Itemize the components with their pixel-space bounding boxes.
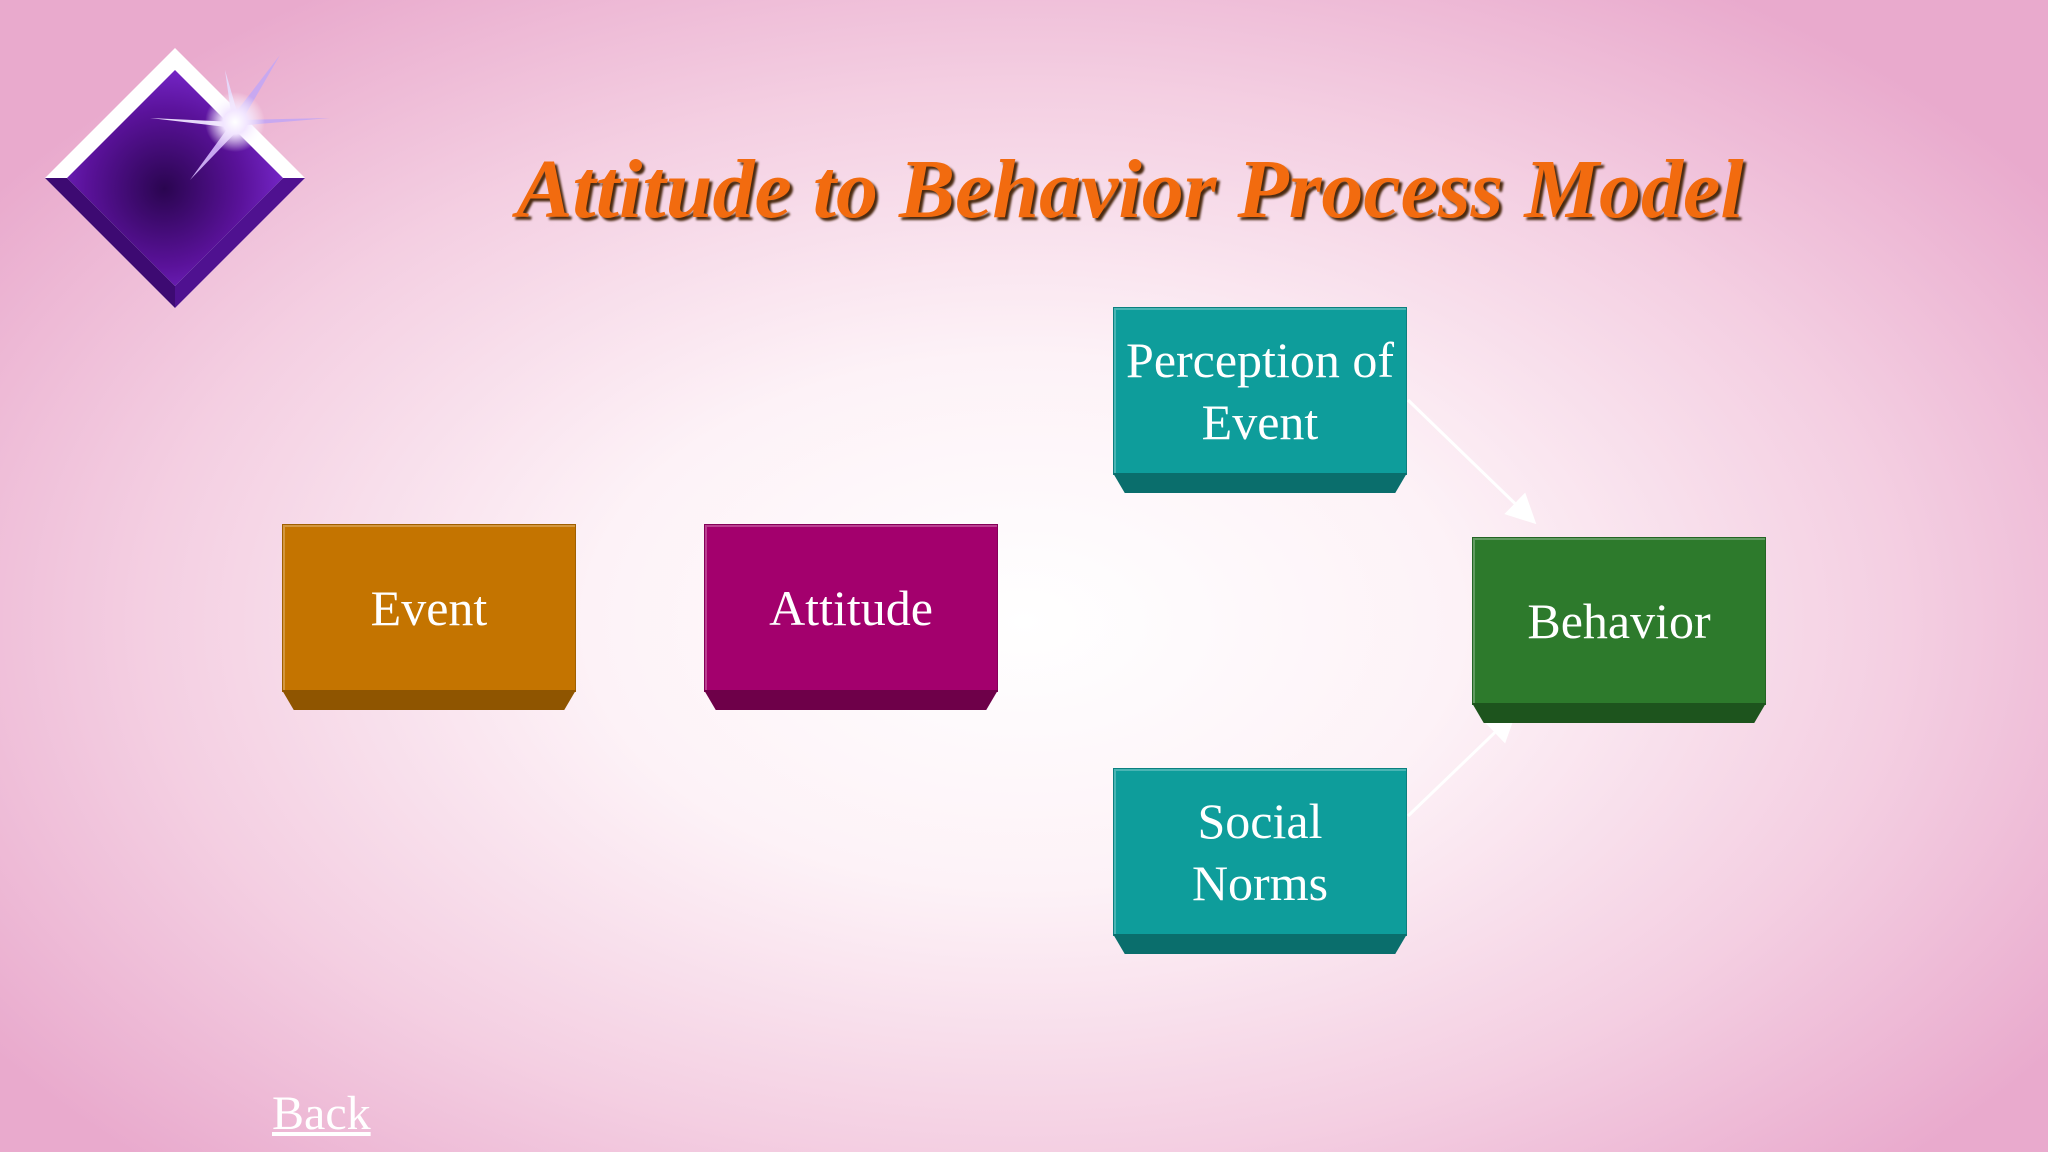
- node-event-face: [282, 524, 576, 692]
- node-perception-label: Perception of Event: [1126, 332, 1394, 450]
- node-attitude-face: [704, 524, 998, 692]
- node-attitude-label: Attitude: [769, 580, 933, 636]
- node-social-label: Social Norms: [1191, 793, 1329, 911]
- node-social-bevel: [1113, 934, 1407, 954]
- node-social-face: [1113, 768, 1407, 936]
- node-behavior-label: Behavior: [1527, 593, 1711, 649]
- node-event-label: Event: [370, 580, 488, 636]
- edge-social-behavior: [1406, 711, 1517, 818]
- node-attitude[interactable]: Attitude: [704, 524, 998, 710]
- node-event-bevel: [282, 690, 576, 710]
- gem-logo-icon: [45, 48, 330, 308]
- node-attitude-bevel: [704, 690, 998, 710]
- node-behavior[interactable]: Behavior: [1472, 537, 1766, 723]
- node-event[interactable]: Event: [282, 524, 576, 710]
- node-perception[interactable]: Perception of Event: [1113, 307, 1407, 493]
- node-perception-face: [1113, 307, 1407, 475]
- node-perception-bevel: [1113, 473, 1407, 493]
- node-behavior-face: [1472, 537, 1766, 705]
- back-link[interactable]: Back: [272, 1087, 371, 1140]
- slide-title: Attitude to Behavior Process Model: [516, 143, 1744, 236]
- node-social-norms[interactable]: Social Norms: [1113, 768, 1407, 954]
- sparkle-icon: [150, 55, 330, 180]
- edge-perception-behavior: [1406, 398, 1537, 525]
- node-behavior-bevel: [1472, 703, 1766, 723]
